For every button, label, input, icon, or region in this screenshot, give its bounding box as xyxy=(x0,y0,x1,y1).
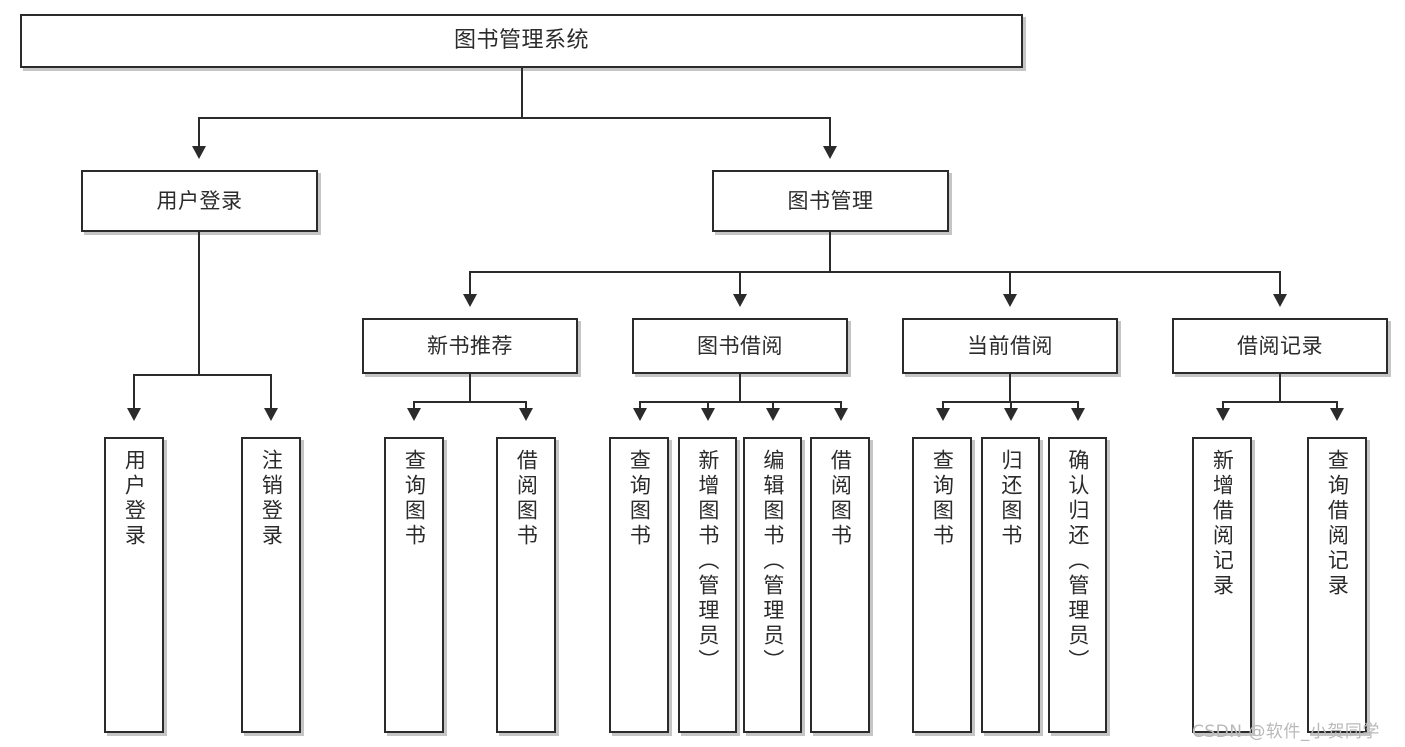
leaf-label: 查询图书 xyxy=(627,449,652,549)
connector-br-drop-2 xyxy=(1336,401,1338,411)
connector-bb-bus xyxy=(639,401,841,403)
leaf-book-borrow-add-book-admin[interactable]: 新增图书（管理员） xyxy=(678,437,737,733)
node-current-borrow[interactable]: 当前借阅 xyxy=(902,318,1118,374)
leaf-label: 归还图书 xyxy=(998,449,1023,549)
connector-user-login-drop-1 xyxy=(133,374,135,411)
connector-nbr-bus xyxy=(413,401,526,403)
arrowhead-user-login-leaf-1 xyxy=(127,408,141,421)
arrowhead-cb-leaf-3 xyxy=(1071,408,1085,421)
node-label: 新书推荐 xyxy=(427,333,513,358)
node-label: 当前借阅 xyxy=(967,333,1053,358)
leaf-user-login-login[interactable]: 用户登录 xyxy=(104,437,164,733)
leaf-label: 新增借阅记录 xyxy=(1210,449,1235,599)
connector-root-drop-2 xyxy=(829,117,831,149)
connector-book-management-bus xyxy=(469,271,1281,273)
connector-root-drop-1 xyxy=(198,117,200,149)
arrowhead-cb-leaf-2 xyxy=(1004,408,1018,421)
arrowhead-user-login-leaf-2 xyxy=(264,408,278,421)
leaf-label: 编辑图书（管理员） xyxy=(760,449,785,674)
arrowhead-bb-leaf-2 xyxy=(701,408,715,421)
connector-bm-drop-2 xyxy=(739,271,741,297)
arrowhead-bb-leaf-3 xyxy=(766,408,780,421)
connector-book-management-stem xyxy=(829,232,831,272)
leaf-book-borrow-borrow-books[interactable]: 借阅图书 xyxy=(810,437,870,733)
arrowhead-to-book-borrow xyxy=(733,294,747,307)
arrowhead-bb-leaf-1 xyxy=(633,408,647,421)
arrowhead-nbr-leaf-2 xyxy=(519,408,533,421)
connector-br-bus xyxy=(1222,401,1337,403)
arrowhead-cb-leaf-1 xyxy=(936,408,950,421)
arrowhead-to-current-borrow xyxy=(1003,294,1017,307)
connector-nbr-stem xyxy=(469,374,471,402)
leaf-label: 借阅图书 xyxy=(514,449,539,549)
leaf-current-borrow-return-books[interactable]: 归还图书 xyxy=(981,437,1040,733)
node-label: 借阅记录 xyxy=(1237,333,1323,358)
node-label: 用户登录 xyxy=(156,188,243,213)
connector-nbr-drop-2 xyxy=(525,401,527,411)
connector-br-stem xyxy=(1279,374,1281,402)
connector-bb-drop-2 xyxy=(707,401,709,411)
leaf-label: 查询图书 xyxy=(402,449,427,549)
connector-bb-drop-4 xyxy=(840,401,842,411)
leaf-label: 用户登录 xyxy=(122,449,147,549)
connector-nbr-drop-1 xyxy=(413,401,415,411)
leaf-book-borrow-query-books[interactable]: 查询图书 xyxy=(609,437,669,733)
node-label: 图书管理系统 xyxy=(453,28,589,54)
connector-bb-drop-1 xyxy=(639,401,641,411)
node-user-login[interactable]: 用户登录 xyxy=(81,170,318,232)
connector-cb-drop-1 xyxy=(942,401,944,411)
leaf-label: 查询图书 xyxy=(930,449,955,549)
leaf-borrow-record-query-record[interactable]: 查询借阅记录 xyxy=(1307,437,1367,733)
arrowhead-to-new-book-recommend xyxy=(463,294,477,307)
connector-bb-drop-3 xyxy=(772,401,774,411)
node-book-management[interactable]: 图书管理 xyxy=(712,170,949,232)
node-root-book-management-system[interactable]: 图书管理系统 xyxy=(20,14,1023,68)
leaf-user-login-logout[interactable]: 注销登录 xyxy=(241,437,301,733)
node-label: 图书管理 xyxy=(787,188,874,213)
connector-cb-drop-3 xyxy=(1077,401,1079,411)
leaf-label: 注销登录 xyxy=(259,449,284,549)
arrowhead-to-user-login xyxy=(192,146,206,159)
arrowhead-to-borrow-record xyxy=(1273,294,1287,307)
leaf-label: 查询借阅记录 xyxy=(1325,449,1350,599)
arrowhead-to-book-management xyxy=(823,146,837,159)
connector-user-login-drop-2 xyxy=(270,374,272,411)
leaf-new-book-borrow-books[interactable]: 借阅图书 xyxy=(496,437,556,733)
leaf-label: 确认归还（管理员） xyxy=(1065,449,1090,674)
connector-cb-stem xyxy=(1009,374,1011,402)
leaf-label: 新增图书（管理员） xyxy=(695,449,720,674)
node-new-book-recommend[interactable]: 新书推荐 xyxy=(362,318,578,374)
connector-user-login-bus xyxy=(133,374,271,376)
node-borrow-record[interactable]: 借阅记录 xyxy=(1172,318,1388,374)
connector-cb-drop-2 xyxy=(1010,401,1012,411)
leaf-book-borrow-edit-book-admin[interactable]: 编辑图书（管理员） xyxy=(743,437,802,733)
leaf-current-borrow-confirm-return-admin[interactable]: 确认归还（管理员） xyxy=(1048,437,1107,733)
leaf-new-book-query-books[interactable]: 查询图书 xyxy=(384,437,444,733)
arrowhead-br-leaf-1 xyxy=(1216,408,1230,421)
arrowhead-nbr-leaf-1 xyxy=(407,408,421,421)
leaf-current-borrow-query-books[interactable]: 查询图书 xyxy=(912,437,972,733)
connector-bm-drop-3 xyxy=(1009,271,1011,297)
arrowhead-br-leaf-2 xyxy=(1330,408,1344,421)
connector-bb-stem xyxy=(739,374,741,402)
connector-root-bus xyxy=(198,117,831,119)
leaf-borrow-record-add-record[interactable]: 新增借阅记录 xyxy=(1192,437,1252,733)
arrowhead-bb-leaf-4 xyxy=(834,408,848,421)
node-book-borrow[interactable]: 图书借阅 xyxy=(632,318,848,374)
connector-user-login-stem xyxy=(198,232,200,375)
connector-root-stem xyxy=(521,68,523,118)
leaf-label: 借阅图书 xyxy=(828,449,853,549)
connector-br-drop-1 xyxy=(1222,401,1224,411)
connector-bm-drop-1 xyxy=(469,271,471,297)
node-label: 图书借阅 xyxy=(697,333,783,358)
connector-bm-drop-4 xyxy=(1279,271,1281,297)
